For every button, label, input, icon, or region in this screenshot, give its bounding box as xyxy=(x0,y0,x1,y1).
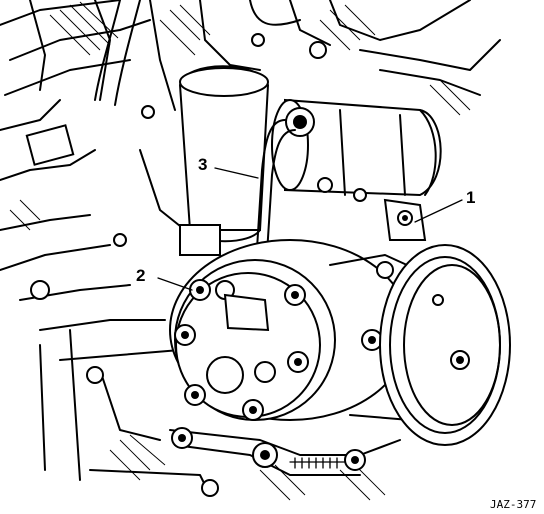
fuel-pipe xyxy=(254,119,296,286)
callout-2-label: 2 xyxy=(136,266,145,285)
starter-motor xyxy=(271,41,442,241)
ac-compressor xyxy=(169,239,451,421)
callout-leader-lines xyxy=(157,167,463,291)
figure-reference-code: JAZ-377 xyxy=(490,498,536,511)
coolant-hose xyxy=(25,0,141,166)
callout-1-label: 1 xyxy=(466,188,475,207)
fuel-filter-canister xyxy=(178,65,270,256)
mounting-bracket xyxy=(30,33,401,497)
callout-3-label: 3 xyxy=(198,155,207,174)
hatched-surfaces xyxy=(9,1,471,501)
compressor-pulley xyxy=(379,244,511,446)
